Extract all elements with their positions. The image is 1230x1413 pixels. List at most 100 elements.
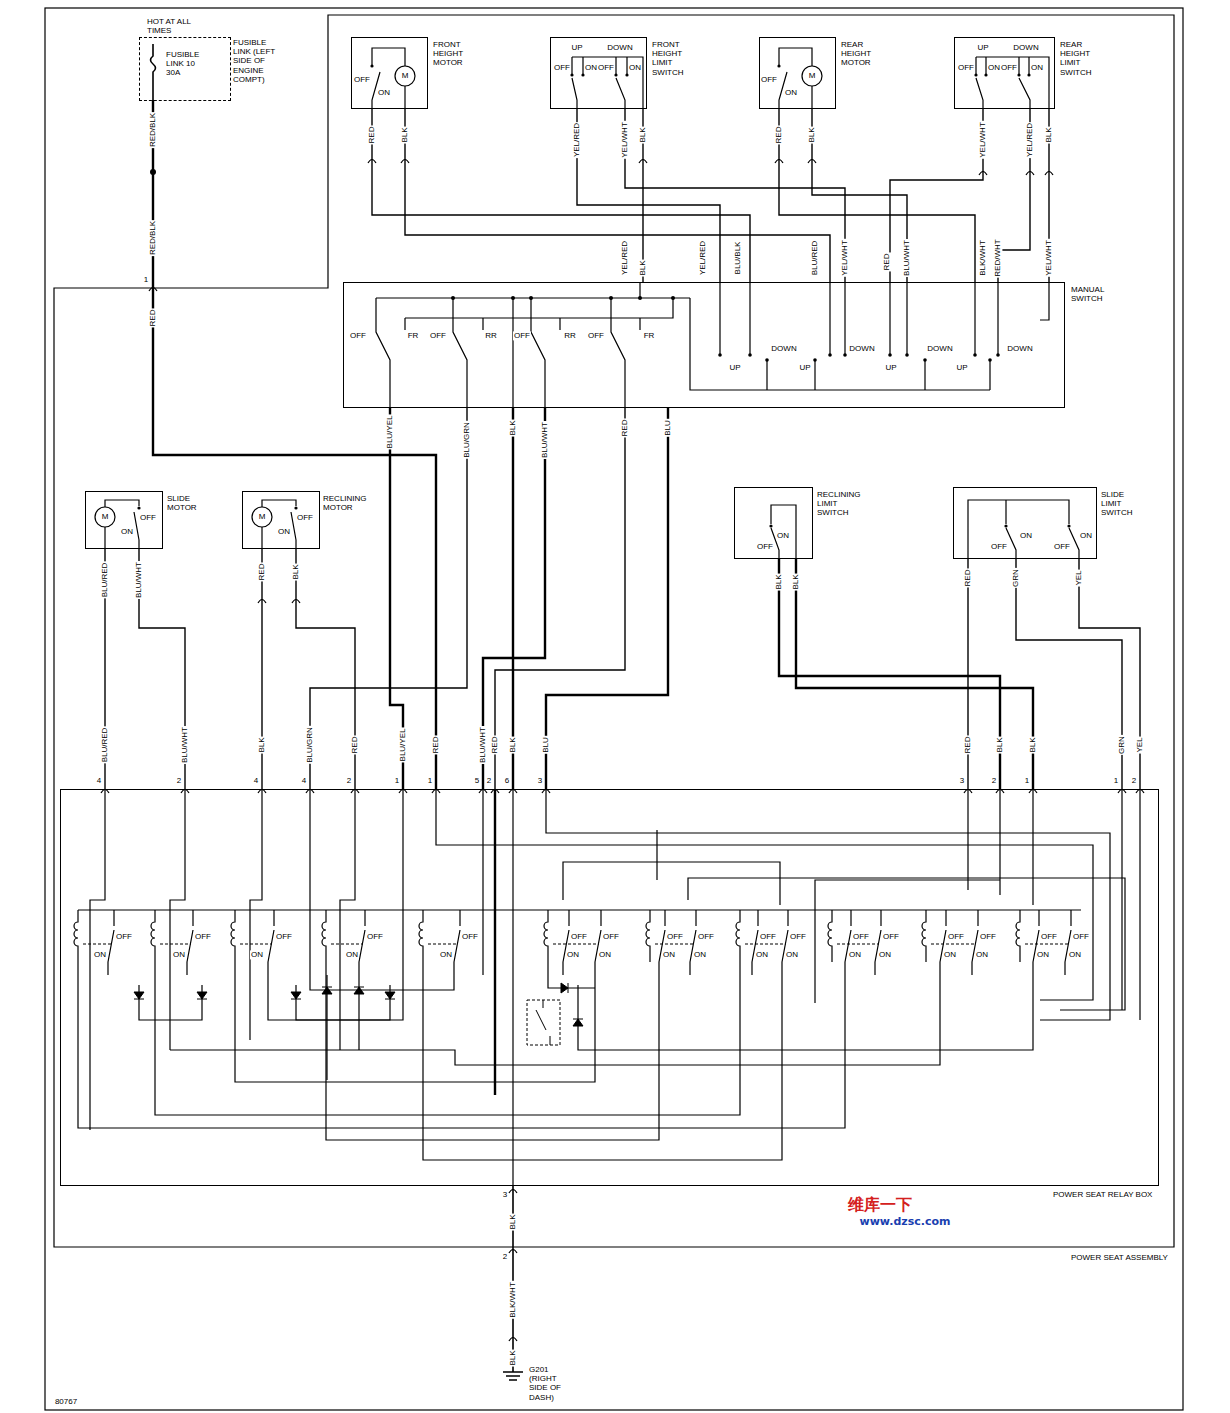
relay-coil [78,909,1081,910]
pin-number: 3 [537,776,543,785]
terminal-label: ON [1019,531,1033,540]
relay-wiring [78,790,1140,1185]
terminal-label: OFF [597,63,615,72]
wire-color: YEL [1074,569,1083,586]
diode-symbol [134,983,583,1026]
relay-link [83,944,1069,945]
terminal-label: ON [277,527,291,536]
terminal-label: OFF [979,932,997,941]
pin-number: 3 [959,776,965,785]
switch-dot [718,353,722,357]
wire-color: BLU/BLK [733,241,742,276]
relay-wiring [139,962,1033,1080]
terminal-label: ON [785,950,799,959]
relay-coil [74,910,1081,962]
terminal-label: OFF [947,932,965,941]
wire [967,558,968,790]
terminal-label: ON [439,950,453,959]
limit-switch-symbol [572,57,643,108]
terminal-label: OFF [1000,63,1018,72]
pin-number: 1 [394,776,400,785]
wire-color: BLK [291,563,300,580]
terminal-label: ON [975,950,989,959]
motor-symbol [395,66,415,86]
terminal-label: OFF [275,932,293,941]
wire [546,407,668,790]
wire [483,407,545,790]
wire [405,108,830,283]
relay-box: POWER SEAT RELAY BOX [61,790,1158,1185]
wire-color: BLU/WHT [180,726,189,764]
terminal-label: ON [345,950,359,959]
wire-color: BLK [638,259,647,276]
wire [577,108,720,283]
wire-color: BLK [400,126,409,143]
terminal-label: ON [566,950,580,959]
limit-switch-symbol [968,500,1079,558]
wire-color: BLK [508,1213,517,1230]
wire [296,548,355,790]
wire-color: YEL/RED [698,240,707,276]
wire-color: BLU/YEL [385,415,394,450]
wire-color: BLK [508,736,517,753]
ground-label: G201 (RIGHT SIDE OF DASH) [528,1365,578,1402]
switch-dot [973,353,977,357]
terminal-label: DOWN [926,344,953,353]
component-name: FUSIBLE LINK 10 30A [165,50,209,78]
terminal-label: OFF [1053,542,1071,551]
terminal-label: OFF [194,932,212,941]
wire-color: RED [350,736,359,755]
wire-color: GRN [1011,568,1020,588]
wire-color: RED [774,126,783,145]
pin-number: 2 [502,1252,508,1261]
wire-color: YEL/WHT [978,121,987,159]
terminal-label: OFF [296,513,314,522]
terminal-label: UP [728,363,741,372]
relay-contact [108,910,460,975]
wire-color: BLK [508,1349,517,1366]
wire [139,548,185,790]
limit-switch-symbol [771,505,796,558]
wire [812,108,907,283]
terminal-label: OFF [697,932,715,941]
wire-color: BLU/WHT [540,421,549,459]
wire-color: YEL/RED [572,122,581,158]
wire-color: BLK [257,736,266,753]
wire-color: BLU/YEL [398,728,407,763]
component-name: SLIDE LIMIT SWITCH [1100,490,1134,518]
connector-symbol [101,160,1144,1342]
wire [261,548,262,790]
wire-color: GRN [1117,735,1126,755]
terminal-label: FR [643,331,656,340]
motor-symbol [105,500,139,548]
motor-symbol [802,66,822,86]
wire [779,558,1000,790]
terminal-label: DOWN [770,344,797,353]
terminal-label: OFF [587,331,605,340]
pin-number: 2 [1131,776,1137,785]
component-name: FUSIBLE LINK (LEFT SIDE OF ENGINE COMPT) [232,38,280,84]
contact-dot [137,64,1070,527]
contact-dot [974,73,977,76]
wire-color: RED/WHT [993,238,1002,277]
watermark: www.dzsc.com [858,1216,951,1229]
terminal-label: OFF [990,542,1008,551]
pin-number: 2 [486,776,492,785]
switch-dot [888,353,892,357]
pin-number: 4 [96,776,102,785]
relay-coil [74,910,1020,962]
contact-dot [614,73,617,76]
component-box: SLIDE LIMIT SWITCH [954,488,1096,558]
pin-number: 4 [253,776,259,785]
terminal-label: ON [93,950,107,959]
terminal-label: DOWN [1012,43,1039,52]
wire-color: RED [963,569,972,588]
wire-color: RED/BLK [148,112,157,148]
terminal-label: ON [377,88,391,97]
terminal-label: ON [1068,950,1082,959]
connector-symbol [101,790,1144,794]
pin-number: 4 [301,776,307,785]
terminal-label: ON [943,950,957,959]
